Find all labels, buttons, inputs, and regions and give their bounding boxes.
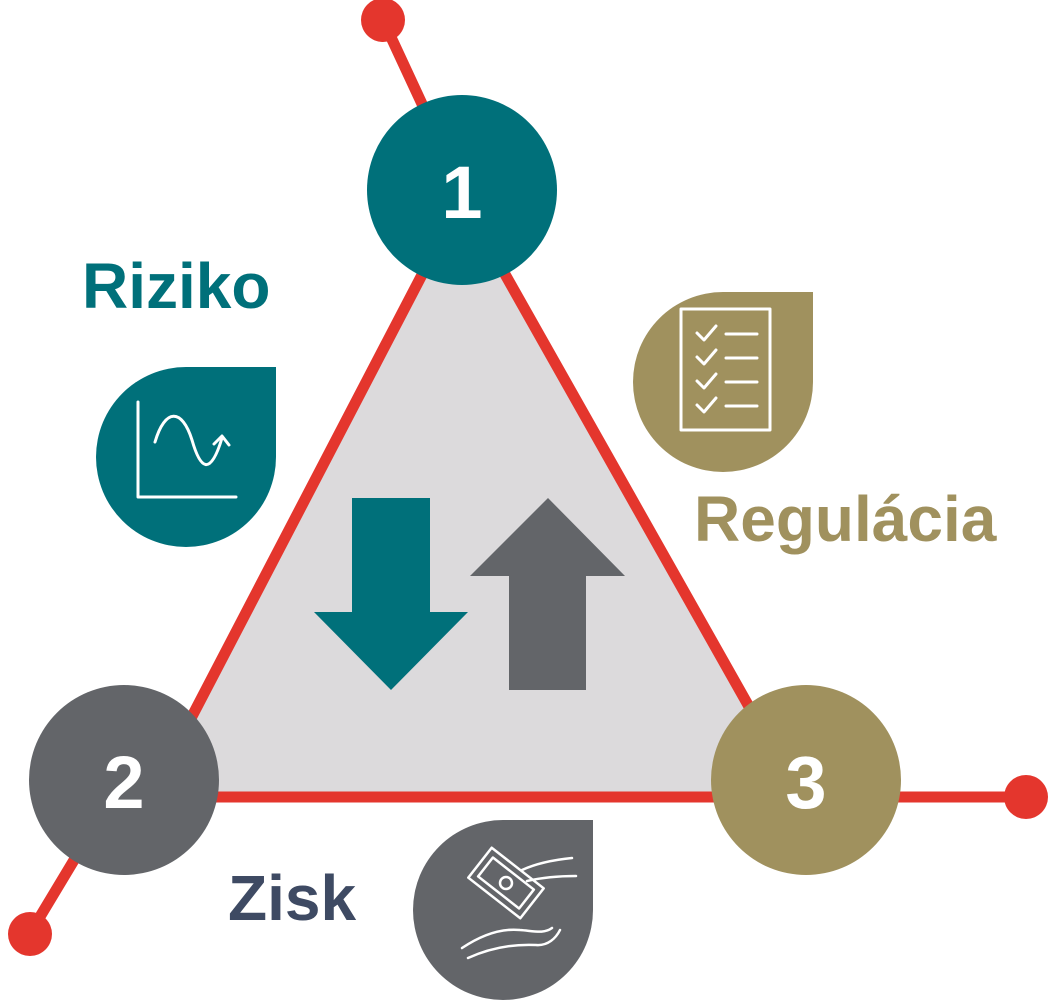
check-2 [695,348,718,366]
down-arrow [314,498,468,690]
money-hand-icon [413,820,593,1000]
node-2-circle [29,685,219,875]
node-1-number: 1 [441,151,482,234]
chart-axes [136,400,238,499]
banknote-outer [467,846,545,920]
node-2: 2 [29,685,219,875]
up-arrow [470,498,625,690]
top-end-dot [361,0,405,42]
label-regulacia: Regulácia [694,483,997,555]
banknote-inner [476,856,536,910]
wave-line [153,414,224,466]
banknote-coin [498,875,514,891]
label-zisk: Zisk [228,862,356,934]
node-1-circle [367,95,557,285]
wave-chart-icon [96,367,276,547]
node-3-circle [711,685,901,875]
main-triangle [144,192,806,803]
node-2-number: 2 [103,741,144,824]
receiving-hand [460,926,562,960]
right-end-dot [1004,775,1048,819]
checklist-sheet [679,307,772,432]
check-4 [695,396,718,414]
check-3 [695,372,718,390]
node-3-number: 3 [785,741,826,824]
bottom-left-end-dot [8,912,52,956]
check-1 [695,324,718,342]
label-riziko: Riziko [82,250,270,322]
node-1: 1 [367,95,557,285]
wave-arrowhead [212,434,231,447]
checklist-icon [633,292,813,472]
money-hand-badge [413,820,593,1000]
giving-hand [520,856,578,883]
node-3: 3 [711,685,901,875]
wave-chart-badge [96,367,276,547]
checklist-badge [633,292,813,472]
